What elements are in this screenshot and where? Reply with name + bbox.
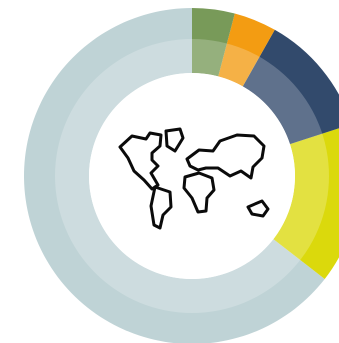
donut-slice	[24, 8, 325, 343]
donut-slice	[218, 13, 275, 87]
donut-slice	[242, 29, 339, 145]
donut-slices	[24, 8, 339, 343]
donut-slice	[273, 128, 339, 279]
world-map-icon	[118, 127, 270, 230]
donut-slice	[192, 8, 235, 77]
